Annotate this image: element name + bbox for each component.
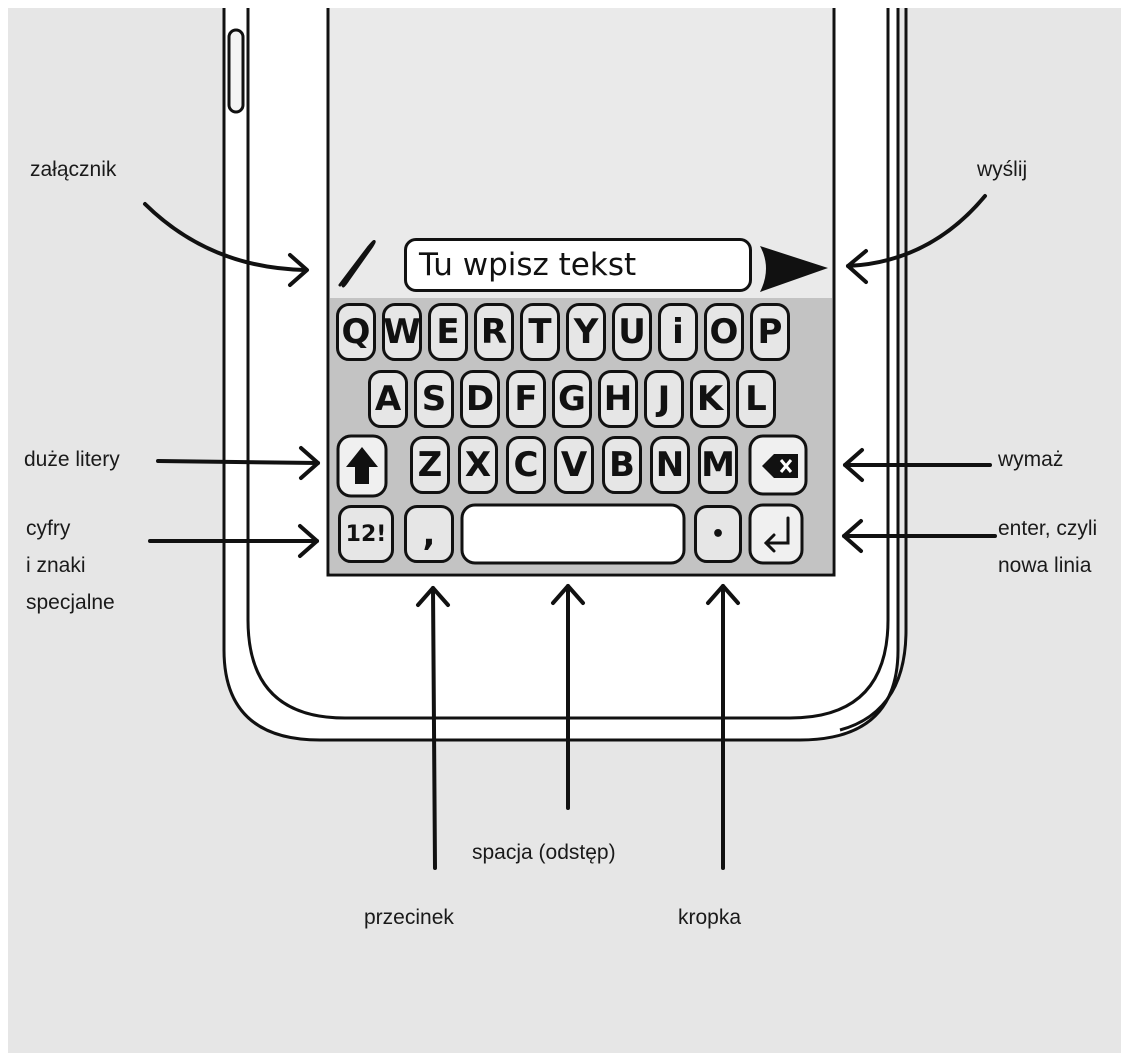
label-numbers-1: cyfry [26,515,70,542]
key-v[interactable]: V [554,436,594,494]
message-input[interactable]: Tu wpisz tekst [404,238,752,292]
key-k[interactable]: K [690,370,730,428]
key-w[interactable]: W [382,303,422,361]
key-y[interactable]: Y [566,303,606,361]
key-m[interactable]: M [698,436,738,494]
label-numbers-2: i znaki [26,552,86,579]
key-n[interactable]: N [650,436,690,494]
key-x[interactable]: X [458,436,498,494]
label-send: wyślij [977,156,1027,183]
key-g[interactable]: G [552,370,592,428]
arrow-shift [158,461,318,463]
arrow-comma [433,588,435,868]
key-s[interactable]: S [414,370,454,428]
label-delete: wymaż [998,446,1063,473]
key-o[interactable]: O [704,303,744,361]
key-h[interactable]: H [598,370,638,428]
period-key[interactable]: • [694,505,742,563]
key-p[interactable]: P [750,303,790,361]
label-numbers-3: specjalne [26,589,115,616]
enter-key [750,505,802,563]
key-b[interactable]: B [602,436,642,494]
key-c[interactable]: C [506,436,546,494]
key-l[interactable]: L [736,370,776,428]
label-period: kropka [678,904,741,931]
key-z[interactable]: Z [410,436,450,494]
key-u[interactable]: U [612,303,652,361]
label-shift: duże litery [24,446,120,473]
label-enter-2: nowa linia [998,552,1091,579]
numbers-key[interactable]: 12! [338,505,394,563]
label-enter-1: enter, czyli [998,515,1097,542]
label-attachment: załącznik [30,156,116,183]
key-q[interactable]: Q [336,303,376,361]
side-button [229,30,243,112]
label-comma: przecinek [364,904,454,931]
key-j[interactable]: J [644,370,684,428]
key-t[interactable]: T [520,303,560,361]
space-bar [462,505,684,563]
key-r[interactable]: R [474,303,514,361]
key-f[interactable]: F [506,370,546,428]
comma-key[interactable]: , [404,505,454,563]
label-space: spacja (odstęp) [472,839,616,866]
key-e[interactable]: E [428,303,468,361]
key-d[interactable]: D [460,370,500,428]
key-i[interactable]: i [658,303,698,361]
key-a[interactable]: A [368,370,408,428]
